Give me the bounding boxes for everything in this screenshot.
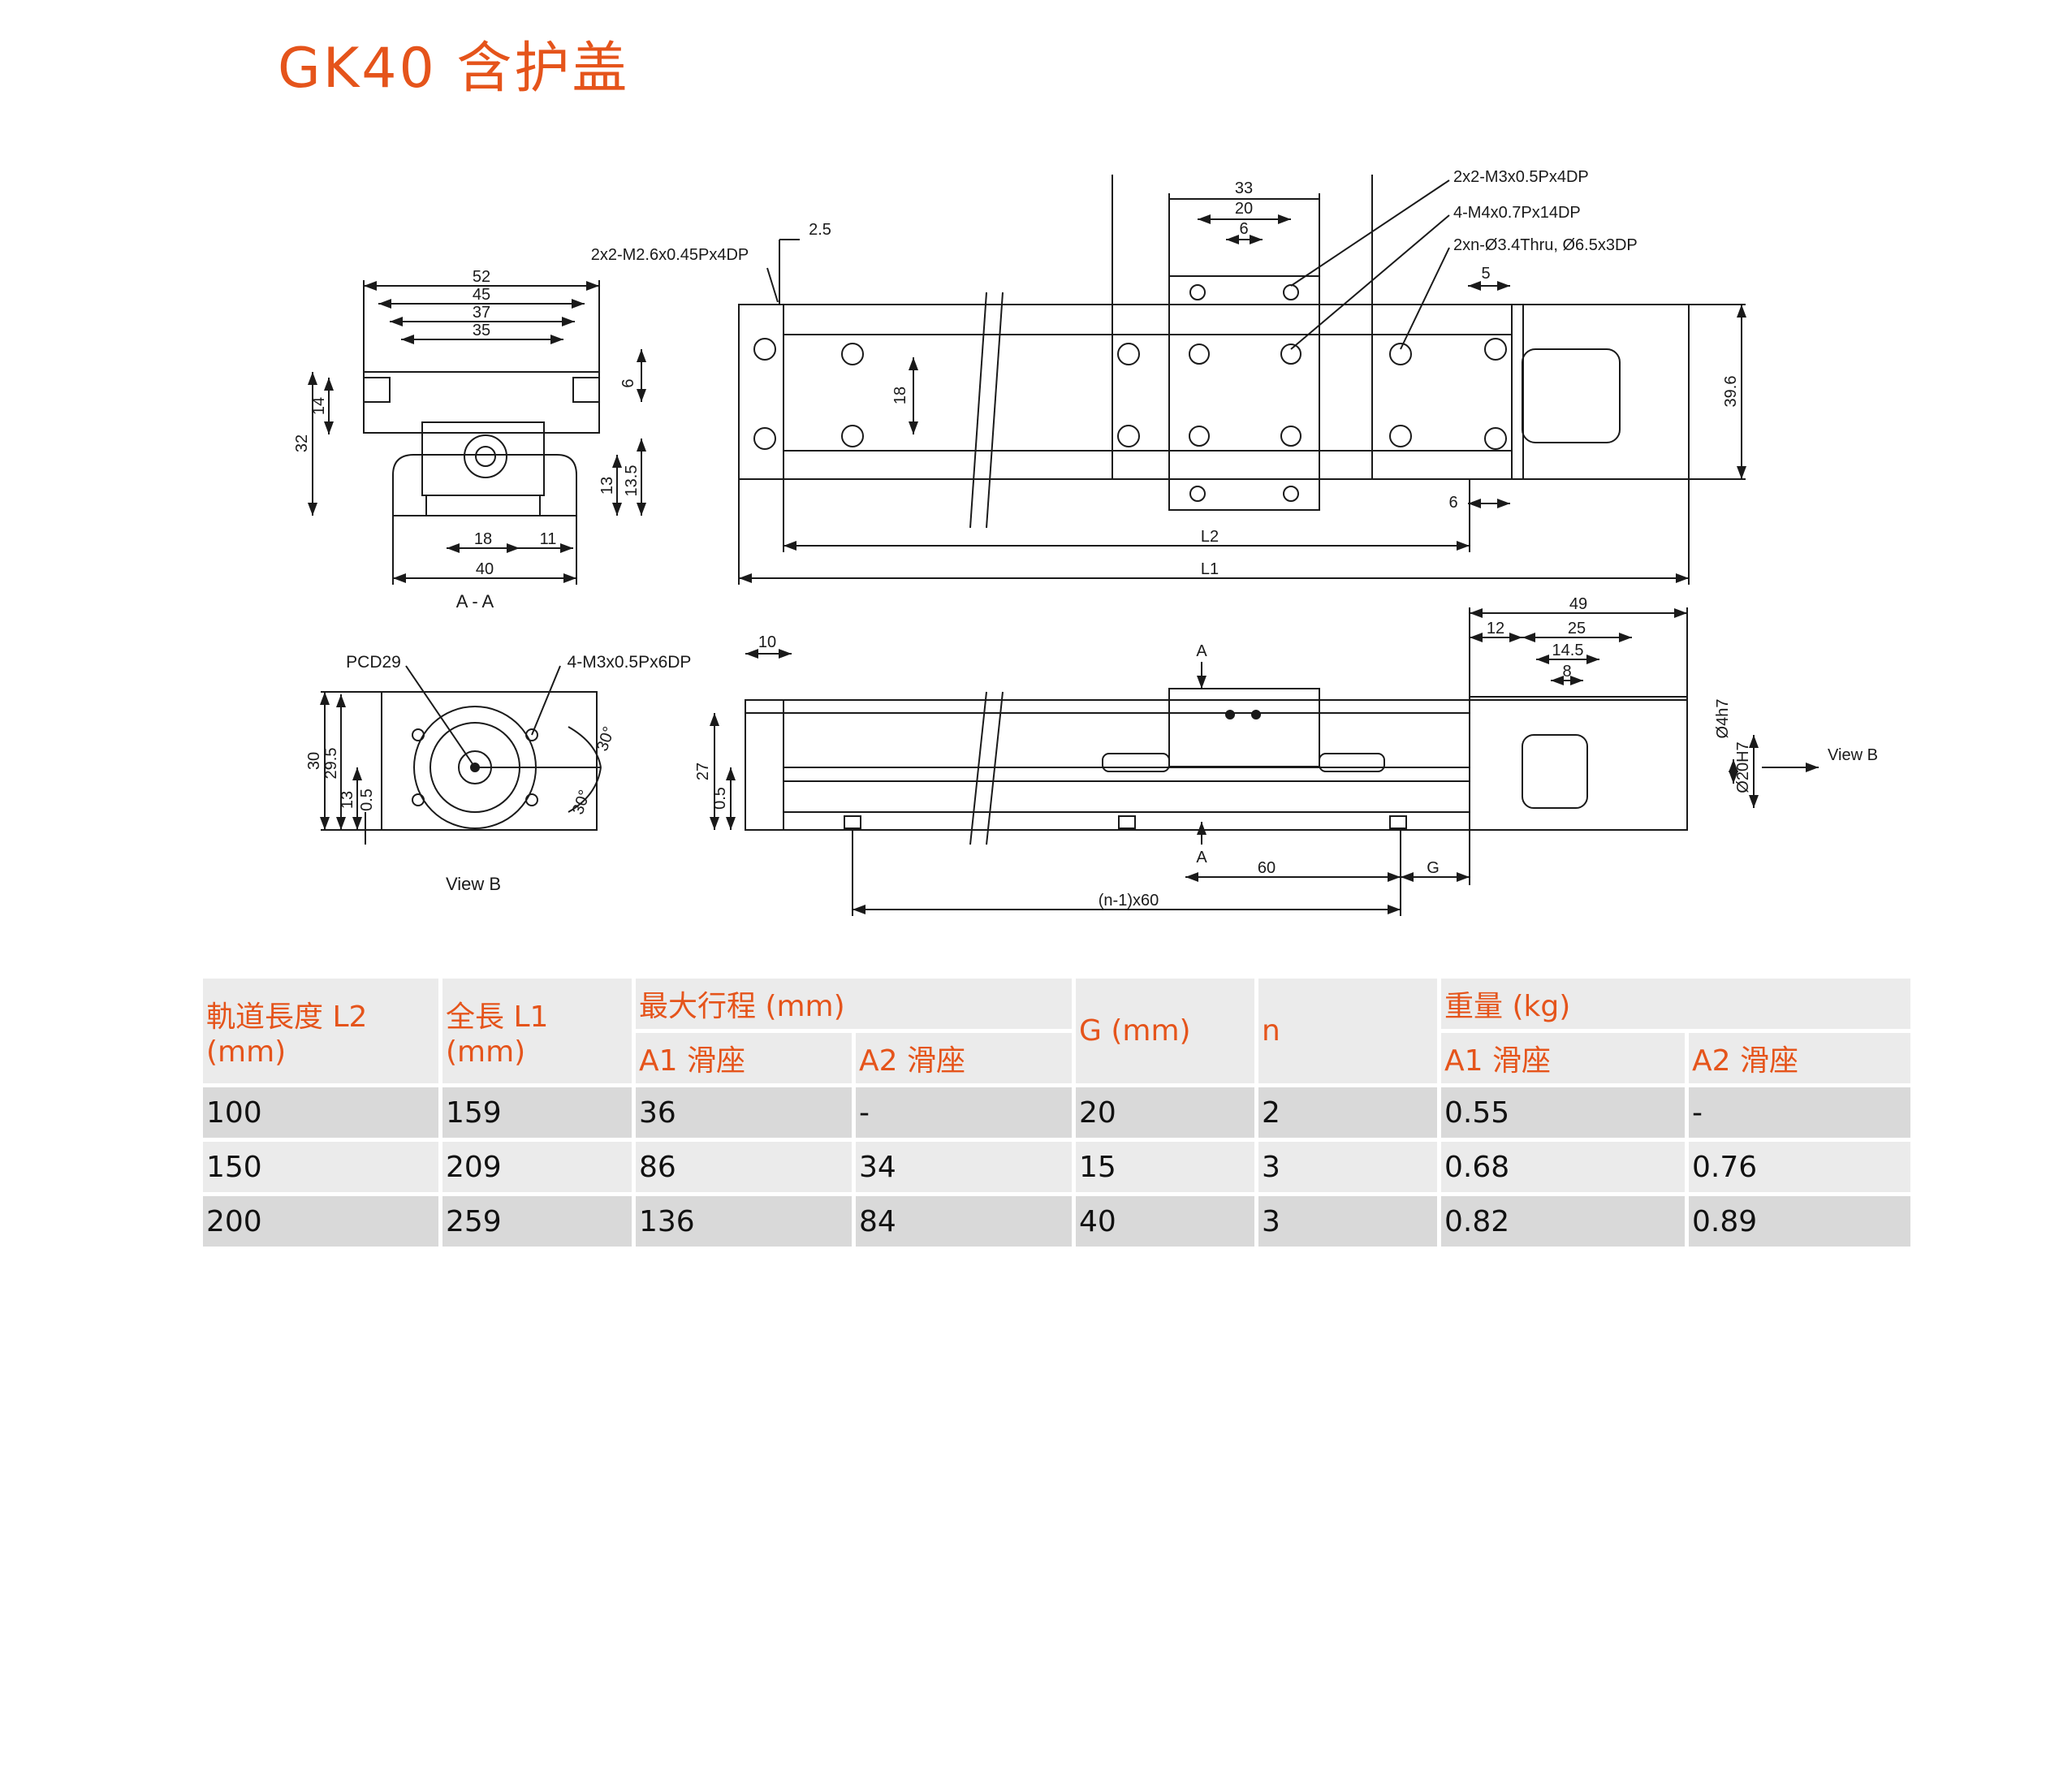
dim-d4h7: Ø4h7 bbox=[1714, 699, 1732, 739]
note-m3-motor: 4-M3x0.5Px6DP bbox=[568, 653, 692, 672]
note-m3-slider: 2x2-M3x0.5Px4DP bbox=[1453, 168, 1589, 186]
view-b bbox=[320, 665, 602, 845]
cell-stroke-a1: 36 bbox=[636, 1087, 852, 1138]
dim-13-5: 13.5 bbox=[623, 465, 641, 497]
dim-2-5: 2.5 bbox=[809, 221, 831, 239]
cell-stroke-a1: 86 bbox=[636, 1142, 852, 1192]
viewb-arrow-label: View B bbox=[1828, 746, 1878, 764]
header-weight-a2: A2 滑座 bbox=[1689, 1033, 1910, 1083]
header-stroke-a1: A1 滑座 bbox=[636, 1033, 852, 1083]
header-n: n bbox=[1258, 979, 1437, 1083]
dim-d20h7: Ø20H7 bbox=[1734, 741, 1752, 793]
dim-l2: L2 bbox=[1201, 528, 1219, 546]
section-marker-a-top: A bbox=[1196, 642, 1207, 660]
dim-11: 11 bbox=[540, 530, 557, 548]
dim-60: 60 bbox=[1258, 859, 1276, 877]
header-weight-a1: A1 滑座 bbox=[1441, 1033, 1685, 1083]
cell-weight-a2: 0.76 bbox=[1689, 1142, 1910, 1192]
dim-30: 30 bbox=[305, 752, 323, 770]
cell-stroke-a2: - bbox=[856, 1087, 1072, 1138]
header-g: G (mm) bbox=[1076, 979, 1254, 1083]
section-marker-a-bottom: A bbox=[1196, 849, 1207, 866]
top-view bbox=[738, 175, 1746, 585]
cell-stroke-a2: 84 bbox=[856, 1196, 1072, 1247]
dim-45: 45 bbox=[473, 286, 490, 304]
cell-g: 15 bbox=[1076, 1142, 1254, 1192]
table-row: 100 159 36 - 20 2 0.55 - bbox=[203, 1087, 1910, 1138]
cell-total: 259 bbox=[442, 1196, 632, 1247]
technical-drawing: 52 45 37 35 14 32 6 13 13.5 18 11 40 A -… bbox=[293, 168, 1878, 916]
dim-6-top: 6 bbox=[1239, 220, 1248, 238]
cell-n: 3 bbox=[1258, 1142, 1437, 1192]
dim-40: 40 bbox=[476, 560, 494, 578]
dim-10: 10 bbox=[758, 633, 776, 651]
section-aa-view bbox=[308, 280, 646, 585]
dim-18-top: 18 bbox=[891, 387, 909, 404]
dim-18: 18 bbox=[474, 530, 492, 548]
dim-6-bottom: 6 bbox=[1448, 494, 1457, 512]
dim-25: 25 bbox=[1568, 620, 1586, 637]
dim-32: 32 bbox=[293, 434, 311, 452]
note-m4: 4-M4x0.7Px14DP bbox=[1453, 204, 1581, 222]
pcd-label: PCD29 bbox=[346, 653, 401, 672]
dim-6: 6 bbox=[619, 378, 637, 387]
dim-33: 33 bbox=[1235, 179, 1253, 197]
header-weight: 重量 (kg) bbox=[1441, 979, 1910, 1029]
table-row: 200 259 136 84 40 3 0.82 0.89 bbox=[203, 1196, 1910, 1247]
cell-weight-a1: 0.55 bbox=[1441, 1087, 1685, 1138]
header-rail-length: 軌道長度 L2 (mm) bbox=[203, 979, 438, 1083]
dim-20: 20 bbox=[1235, 200, 1253, 218]
note-thru: 2xn-Ø3.4Thru, Ø6.5x3DP bbox=[1453, 236, 1638, 254]
page-title: GK40 含护盖 bbox=[278, 37, 630, 101]
cell-rail: 150 bbox=[203, 1142, 438, 1192]
dim-52: 52 bbox=[473, 268, 490, 286]
dim-0-5-viewb: 0.5 bbox=[358, 789, 376, 811]
dim-g: G bbox=[1427, 859, 1440, 877]
viewb-label: View B bbox=[446, 874, 501, 894]
dim-29-5: 29.5 bbox=[322, 748, 340, 780]
cell-weight-a1: 0.82 bbox=[1441, 1196, 1685, 1247]
cell-total: 209 bbox=[442, 1142, 632, 1192]
dim-14-5: 14.5 bbox=[1552, 642, 1584, 659]
section-label: A - A bbox=[456, 591, 494, 611]
dim-12: 12 bbox=[1487, 620, 1504, 637]
cell-total: 159 bbox=[442, 1087, 632, 1138]
cell-n: 2 bbox=[1258, 1087, 1437, 1138]
note-m2-6: 2x2-M2.6x0.45Px4DP bbox=[591, 246, 749, 264]
cell-g: 20 bbox=[1076, 1087, 1254, 1138]
cell-rail: 200 bbox=[203, 1196, 438, 1247]
cell-weight-a2: 0.89 bbox=[1689, 1196, 1910, 1247]
cell-g: 40 bbox=[1076, 1196, 1254, 1247]
dim-37: 37 bbox=[473, 304, 490, 322]
dim-13: 13 bbox=[598, 477, 616, 495]
dim-35: 35 bbox=[473, 322, 490, 339]
dim-39-6: 39.6 bbox=[1722, 376, 1740, 408]
dim-n-60: (n-1)x60 bbox=[1099, 892, 1159, 910]
dim-5: 5 bbox=[1481, 265, 1490, 283]
cell-stroke-a1: 136 bbox=[636, 1196, 852, 1247]
dim-49: 49 bbox=[1569, 595, 1587, 613]
cell-n: 3 bbox=[1258, 1196, 1437, 1247]
dim-14: 14 bbox=[310, 397, 328, 415]
header-max-stroke: 最大行程 (mm) bbox=[636, 979, 1072, 1029]
cell-stroke-a2: 34 bbox=[856, 1142, 1072, 1192]
header-total-length: 全長 L1 (mm) bbox=[442, 979, 632, 1083]
dim-13-viewb: 13 bbox=[339, 791, 356, 809]
cell-weight-a1: 0.68 bbox=[1441, 1142, 1685, 1192]
cell-rail: 100 bbox=[203, 1087, 438, 1138]
table-row: 150 209 86 34 15 3 0.68 0.76 bbox=[203, 1142, 1910, 1192]
dim-27: 27 bbox=[694, 763, 712, 780]
side-view bbox=[710, 607, 1819, 916]
dim-8: 8 bbox=[1562, 663, 1571, 681]
header-stroke-a2: A2 滑座 bbox=[856, 1033, 1072, 1083]
cell-weight-a2: - bbox=[1689, 1087, 1910, 1138]
dim-0-5-side: 0.5 bbox=[711, 787, 729, 810]
spec-table: 軌道長度 L2 (mm) 全長 L1 (mm) 最大行程 (mm) G (mm)… bbox=[199, 974, 1914, 1251]
dim-l1: L1 bbox=[1201, 560, 1219, 578]
